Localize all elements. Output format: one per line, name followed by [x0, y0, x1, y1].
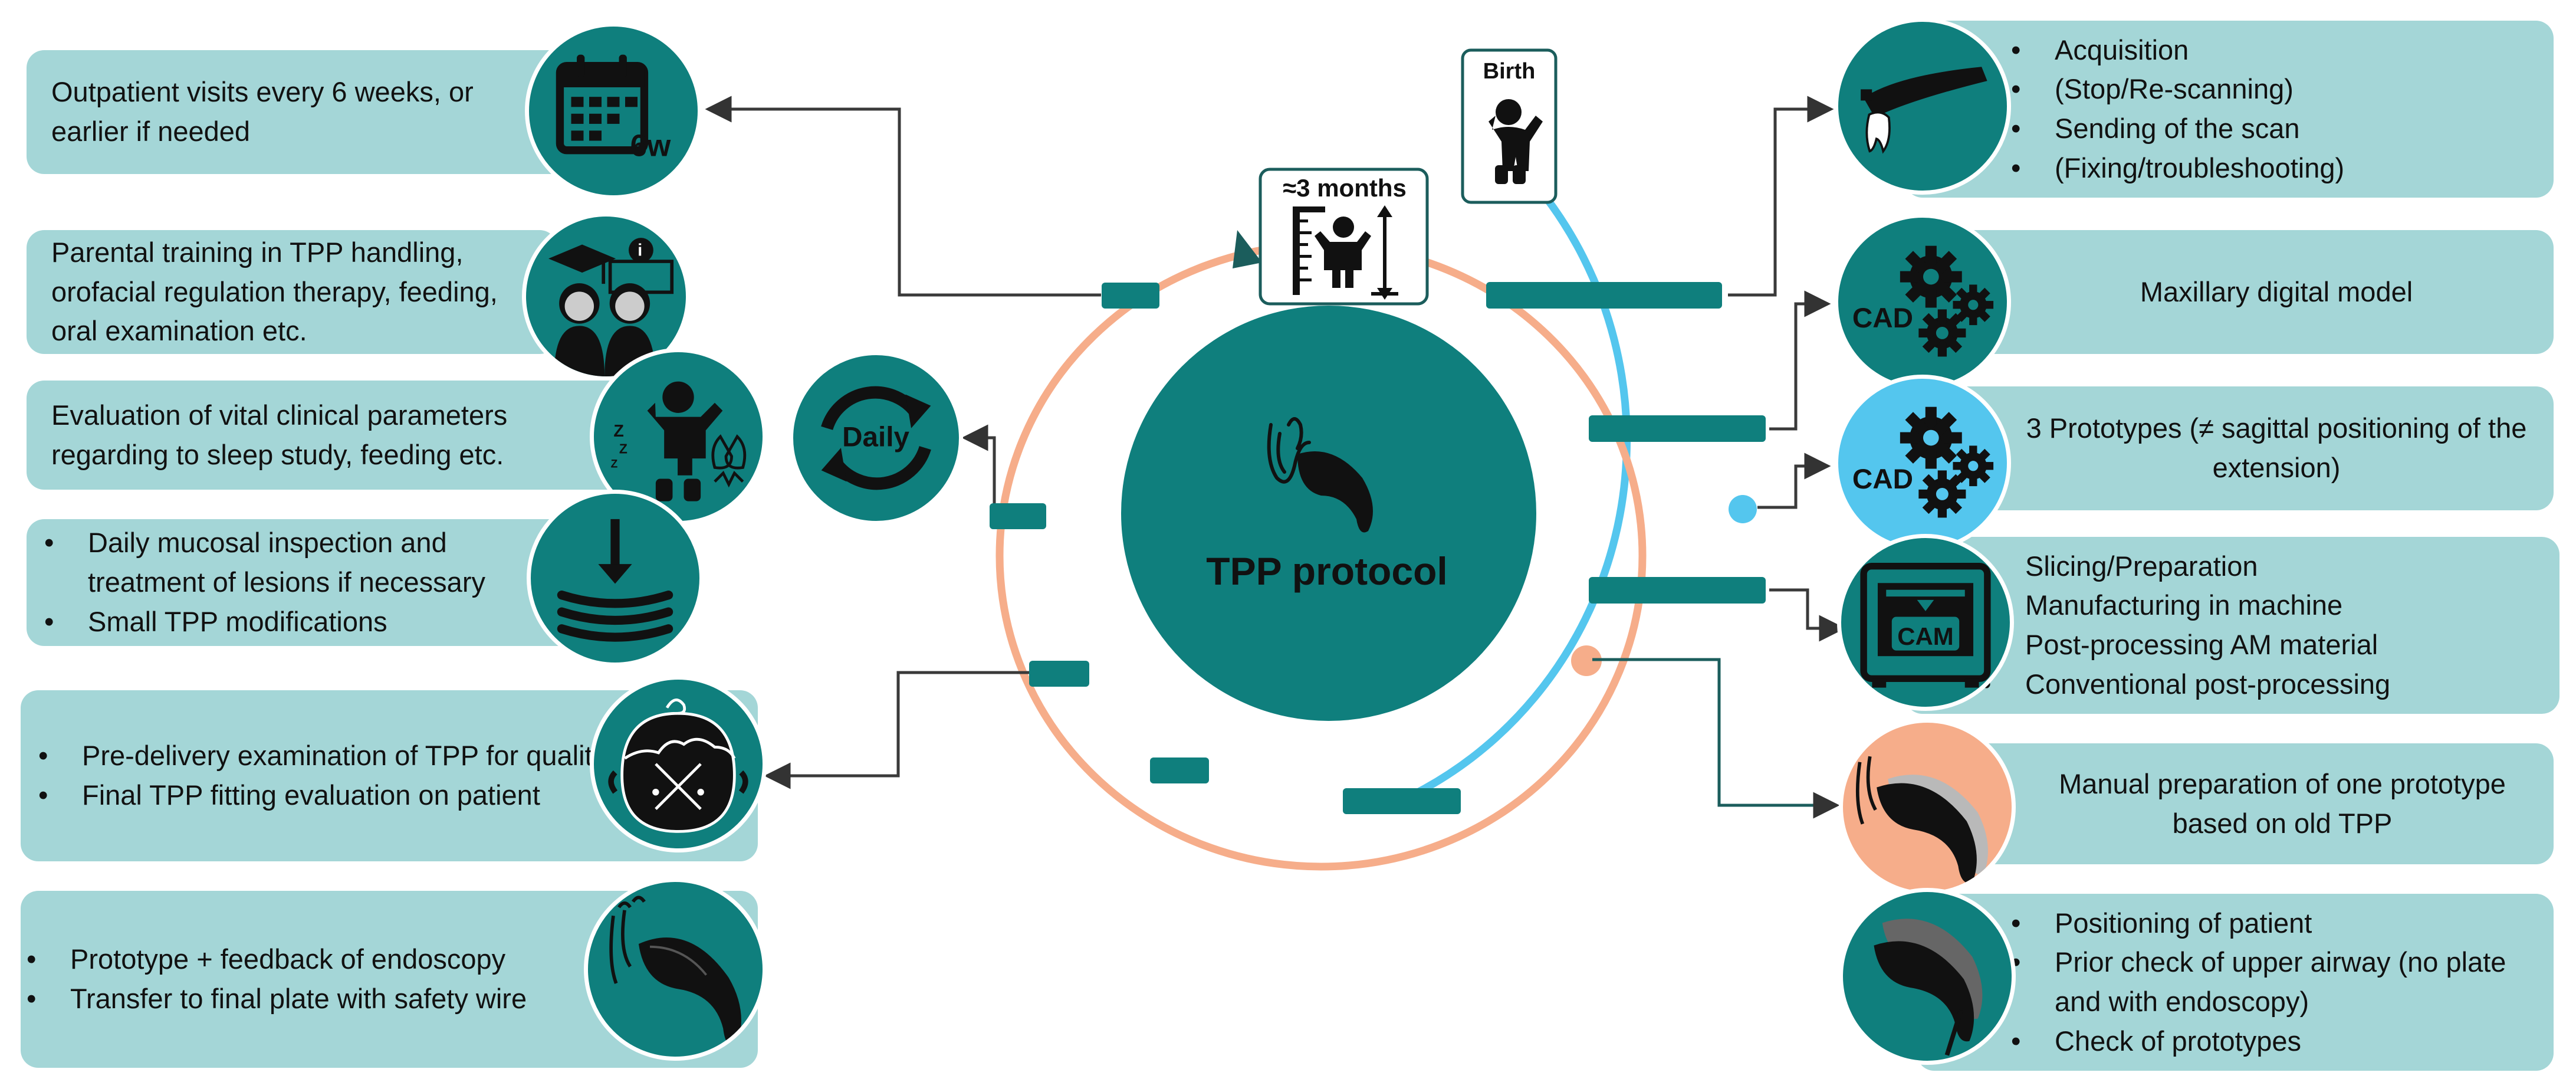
cad-model-circle: CAD [1834, 214, 2011, 391]
connector-manual [1592, 658, 1840, 819]
mucosal-item-1: Daily mucosal inspection and treatment o… [38, 523, 563, 602]
three-months-label: ≈3 months [1283, 174, 1407, 202]
box-patient-positioning: Positioning of patient Prior check of up… [1917, 894, 2554, 1071]
predelivery-item-2: Final TPP fitting evaluation on patient [32, 776, 622, 815]
box-vital-parameters: Evaluation of vital clinical parameters … [27, 381, 652, 490]
face-circle [590, 675, 767, 852]
positioning-item-1: Positioning of patient [2005, 904, 2530, 943]
mucosal-circle [527, 490, 704, 667]
cam-text: CAM [1897, 622, 1954, 650]
acquisition-item-4: (Fixing/troubleshooting) [2005, 149, 2530, 188]
cycle-arrows-icon: Daily [821, 386, 931, 490]
calendar-text: 6w [630, 128, 672, 162]
connector-acquisition [1728, 96, 1834, 297]
prototype-item-2: Transfer to final plate with safety wire [21, 979, 622, 1019]
acquisition-item-3: Sending of the scan [2005, 109, 2530, 149]
center-circle [1121, 306, 1536, 721]
connector-predelivery [764, 671, 1032, 789]
printer-cam-icon: CAM [1860, 562, 1991, 688]
calendar-circle: 6w [525, 22, 702, 199]
box-three-prototypes: 3 Prototypes (≠ sagittal positioning of … [1905, 386, 2554, 510]
box-manual-preparation: Manual preparation of one prototype base… [1917, 743, 2554, 864]
svg-text:Z: Z [619, 441, 627, 457]
gears-cad-icon: CAD [1852, 406, 1994, 518]
positioning-item-3: Check of prototypes [2005, 1022, 2530, 1061]
parents-education-icon: i [548, 238, 674, 376]
connector-daily [961, 424, 996, 516]
endoscopy-circle [584, 878, 767, 1061]
cad2-text: CAD [1852, 464, 1913, 495]
daily-circle: Daily [789, 351, 963, 525]
svg-text:Z: Z [613, 422, 623, 441]
manual-prep-circle [1839, 719, 2016, 896]
prototype-plates-icon [1874, 919, 1983, 1056]
slicing-item-2: Manufacturing in machine [1976, 586, 2536, 625]
timeline-bar-outpatient [1102, 283, 1159, 309]
timeline-bar-daily [990, 503, 1046, 529]
svg-text:Z: Z [611, 458, 618, 470]
svg-text:i: i [638, 241, 642, 260]
training-text: Parental training in TPP handling, orofa… [51, 236, 498, 347]
mucosal-item-2: Small TPP modifications [38, 602, 563, 642]
daily-text: Daily [842, 421, 909, 452]
acquisition-item-1: Acquisition [2005, 31, 2530, 70]
slicing-item-4: Conventional post-processing [1976, 665, 2536, 704]
cam-circle: CAM [1837, 534, 2014, 711]
timeline-bar-acquisition [1486, 282, 1722, 309]
center-plate-shape [1297, 451, 1373, 533]
evaluation-text: Evaluation of vital clinical parameters … [51, 399, 508, 470]
cad-prototype-circle: CAD [1834, 375, 2011, 552]
orange-timeline-dot [1571, 645, 1602, 676]
birth-box [1461, 48, 1558, 204]
prototype-item-1: Prototype + feedback of endoscopy [21, 940, 622, 979]
timeline-bar-lower [1150, 757, 1209, 783]
height-measure-icon [1293, 205, 1398, 300]
connector-outpatient [705, 96, 1101, 297]
prototypes3-text: 3 Prototypes (≠ sagittal positioning of … [2026, 412, 2527, 483]
baby-icon [1489, 99, 1543, 184]
baby-vitals-icon: Z Z Z [611, 381, 747, 501]
three-months-arrowhead [1233, 230, 1262, 268]
positioning-circle [1839, 888, 2016, 1065]
pressure-layers-icon [557, 519, 673, 642]
cad1-text: CAD [1852, 303, 1913, 334]
connector-digital-model [1769, 290, 1831, 431]
birth-label: Birth [1483, 59, 1536, 84]
calendar-icon: 6w [556, 54, 672, 162]
outpatient-text: Outpatient visits every 6 weeks, or earl… [51, 76, 474, 147]
digital-model-text: Maxillary digital model [2140, 276, 2413, 307]
blue-timeline-dot [1729, 495, 1757, 523]
acquisition-item-2: (Stop/Re-scanning) [2005, 70, 2530, 109]
clinical-parameters-circle: Z Z Z [590, 348, 767, 525]
positioning-item-2: Prior check of upper airway (no plate an… [2005, 943, 2530, 1021]
connector-prototypes3 [1757, 452, 1831, 509]
box-parental-training: Parental training in TPP handling, orofa… [27, 230, 557, 354]
timeline-bar-bottom [1343, 788, 1461, 814]
connector-cam [1769, 588, 1846, 642]
predelivery-item-1: Pre-delivery examination of TPP for qual… [32, 736, 622, 776]
timeline-bar-predelivery [1029, 661, 1089, 687]
gears-cad-icon: CAD [1852, 245, 1994, 357]
scanner-circle [1834, 18, 2011, 195]
center-title: TPP protocol [1206, 549, 1448, 593]
slicing-item-1: Slicing/Preparation [1976, 547, 2536, 586]
box-acquisition: Acquisition (Stop/Re-scanning) Sending o… [1905, 21, 2554, 198]
box-digital-model: Maxillary digital model [1905, 230, 2554, 354]
intraoral-scanner-icon [1861, 67, 1987, 154]
baby-face-icon [608, 699, 748, 833]
timeline-bar-digital-model [1589, 415, 1766, 442]
manual-text: Manual preparation of one prototype base… [2059, 768, 2506, 839]
center-plate-icon [1267, 417, 1311, 484]
timeline-bar-cam [1589, 577, 1766, 604]
slicing-item-3: Post-processing AM material [1976, 625, 2536, 665]
plate-wire-icon [609, 896, 741, 1047]
plate-duplicate-icon [1855, 756, 1988, 884]
